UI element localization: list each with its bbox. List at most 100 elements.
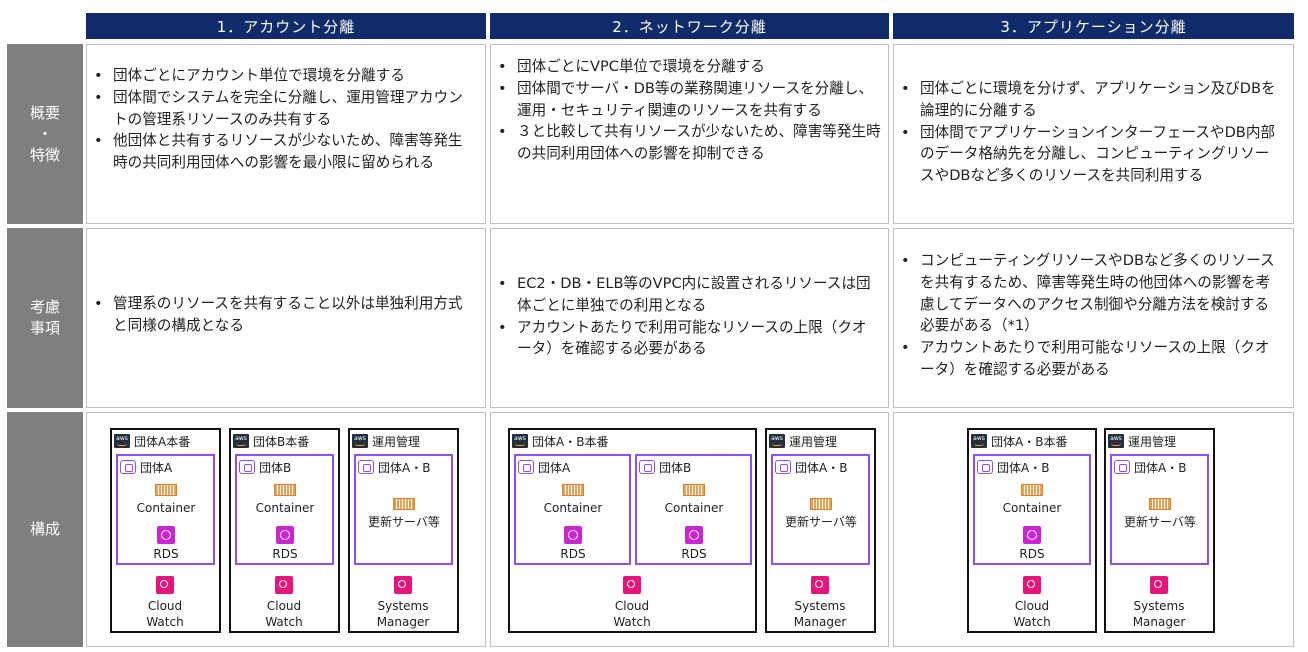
vpc-header: 団体A・B: [1114, 458, 1186, 476]
row-label-line: 考慮: [29, 298, 60, 316]
systems-manager-icon: [811, 576, 829, 594]
vpc-label: 団体A: [140, 460, 173, 475]
account-label: 団体A・B本番: [991, 434, 1068, 449]
container-service: Container: [235, 484, 335, 516]
vpc-icon: [639, 460, 655, 474]
row-label-line: 概要: [29, 103, 60, 122]
aws-logo-icon: aws: [233, 434, 249, 448]
service-label: 更新サーバ等: [785, 515, 857, 529]
row-label-line: 構成: [29, 520, 60, 538]
server-icon: [810, 498, 832, 510]
vpc-header: 団体A: [120, 458, 172, 476]
bullet-list: EC2・DB・ELB等のVPC内に設置されるリソースは団体ごとに単独での利用とな…: [491, 273, 878, 360]
row-header-overview: 概要 ・ 特徴: [7, 44, 83, 224]
vpc-icon: [358, 460, 374, 474]
service-label: Systems: [377, 599, 429, 613]
vpc-label: 団体A・B: [795, 460, 848, 475]
row-label-line: ・: [37, 124, 53, 143]
cell-consider-application: コンピューティングリソースやDBなど多くのリソースを共有するため、障害等発生時の…: [893, 228, 1294, 408]
container-icon: [683, 484, 705, 496]
vpc-icon: [775, 460, 791, 474]
vpc-a: 団体A Container RDS: [514, 454, 631, 565]
rds-icon: [276, 526, 294, 544]
cloudwatch-icon: [623, 576, 641, 594]
vpc-ab: 団体A・B 更新サーバ等: [1110, 454, 1209, 565]
vpc-header: 団体A・B: [358, 458, 430, 476]
cloudwatch-icon: [275, 576, 293, 594]
vpc-header: 団体A・B: [977, 458, 1049, 476]
bullet-list: 団体ごとに環境を分けず、アプリケーション及びDBを論理的に分離する 団体間でアプ…: [894, 78, 1283, 187]
rds-icon: [1023, 526, 1041, 544]
container-service: Container: [523, 484, 623, 516]
vpc-icon: [977, 460, 993, 474]
account-header: aws 団体A・B本番: [971, 432, 1067, 450]
service-label: Container: [1002, 501, 1062, 515]
rds-service: RDS: [982, 526, 1082, 562]
account-header: aws 団体A・B本番: [512, 432, 608, 450]
account-label: 団体A・B本番: [532, 434, 609, 449]
container-service: Container: [644, 484, 744, 516]
service-label: Watch: [265, 615, 303, 629]
vpc-label: 団体A・B: [378, 460, 431, 475]
row-header-configuration: 構成: [7, 412, 83, 647]
server-icon: [1149, 498, 1171, 510]
aws-logo-icon: aws: [769, 434, 785, 448]
service-label: RDS: [272, 547, 298, 561]
bullet-item: アカウントあたりで利用可能なリソースの上限（クオータ）を確認する必要がある: [894, 337, 1277, 381]
vpc-header: 団体B: [639, 458, 691, 476]
service-label: Container: [543, 501, 603, 515]
rds-icon: [157, 526, 175, 544]
rds-service: RDS: [116, 526, 216, 562]
service-label: RDS: [681, 547, 707, 561]
vpc-label: 団体A・B: [997, 460, 1050, 475]
cell-consider-account: 管理系のリソースを共有すること以外は単独利用方式と同様の構成となる: [86, 228, 486, 408]
vpc-icon: [120, 460, 136, 474]
rds-icon: [564, 526, 582, 544]
aws-logo-icon: aws: [971, 434, 987, 448]
cloudwatch-icon: [156, 576, 174, 594]
vpc-header: 団体A: [518, 458, 570, 476]
column-header-network: 2．ネットワーク分離: [490, 13, 889, 39]
bullet-item: 管理系のリソースを共有すること以外は単独利用方式と同様の構成となる: [87, 293, 475, 337]
vpc-ab: 団体A・B Container RDS: [973, 454, 1091, 565]
bullet-item: 団体ごとにアカウント単位で環境を分離する: [87, 65, 475, 87]
account-label: 運用管理: [789, 434, 838, 449]
server-icon: [393, 498, 415, 510]
container-service: Container: [982, 484, 1082, 516]
vpc-icon: [518, 460, 534, 474]
cell-consider-network: EC2・DB・ELB等のVPC内に設置されるリソースは団体ごとに単独での利用とな…: [490, 228, 889, 408]
service-label: 更新サーバ等: [368, 515, 440, 529]
container-service: Container: [116, 484, 216, 516]
account-label: 団体B本番: [253, 434, 310, 449]
aws-logo-icon: aws: [512, 434, 528, 448]
service-label: Cloud: [147, 599, 183, 613]
service-label: Watch: [1013, 615, 1051, 629]
container-icon: [562, 484, 584, 496]
account-header: aws 運用管理: [769, 432, 837, 450]
bullet-item: 団体間でシステムを完全に分離し、運用管理アカウントの管理系リソースのみ共有する: [87, 87, 475, 131]
bullet-list: 団体ごとにVPC単位で環境を分離する 団体間でサーバ・DB等の業務関連リソースを…: [491, 56, 882, 165]
service-label: Manager: [376, 615, 430, 629]
account-label: 運用管理: [372, 434, 421, 449]
row-label-line: 特徴: [29, 145, 60, 164]
vpc-icon: [239, 460, 255, 474]
service-label: Systems: [1133, 599, 1185, 613]
bullet-list: コンピューティングリソースやDBなど多くのリソースを共有するため、障害等発生時の…: [894, 250, 1277, 381]
service-label: Manager: [793, 615, 847, 629]
vpc-label: 団体B: [259, 460, 292, 475]
vpc-label: 団体A: [538, 460, 571, 475]
vpc-a: 団体A Container RDS: [116, 454, 215, 565]
bullet-item: 団体ごとに環境を分けず、アプリケーション及びDBを論理的に分離する: [894, 78, 1283, 122]
cloudwatch-icon: [1023, 576, 1041, 594]
container-icon: [155, 484, 177, 496]
container-icon: [274, 484, 296, 496]
